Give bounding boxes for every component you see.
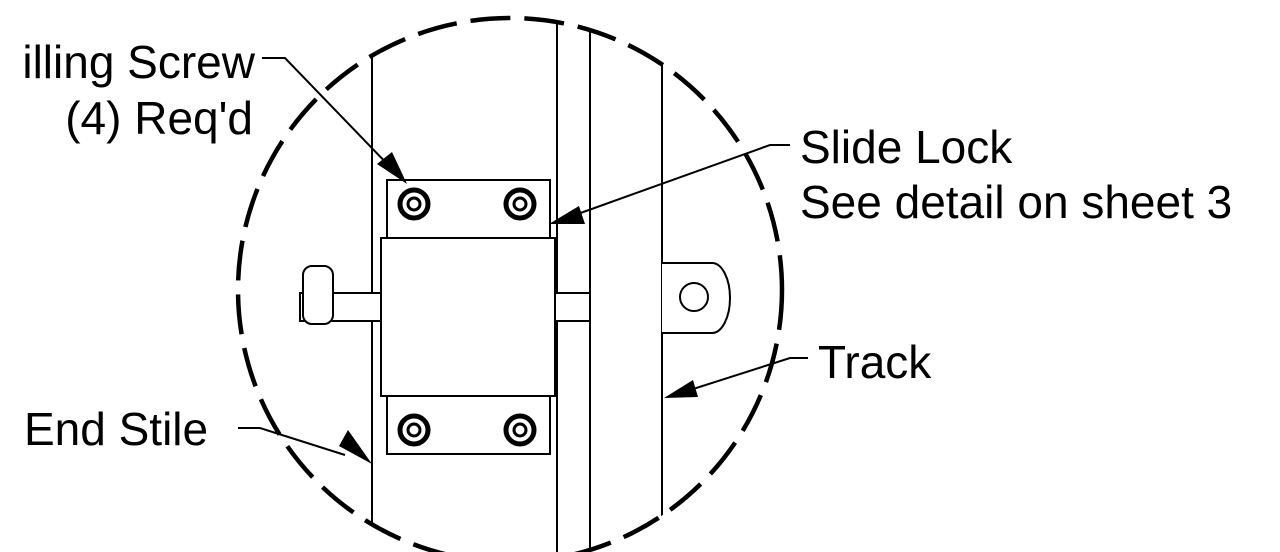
track-callout: Track bbox=[818, 336, 932, 388]
arrow-end-stile-icon bbox=[339, 430, 372, 464]
screw-head-icon bbox=[397, 413, 431, 447]
arrow-screw-icon bbox=[377, 152, 407, 184]
slide-lock-callout-line2: See detail on sheet 3 bbox=[800, 176, 1232, 228]
lock-housing bbox=[380, 237, 556, 397]
screw-head-icon bbox=[503, 413, 537, 447]
screws bbox=[397, 187, 537, 447]
detail-boundary-circle bbox=[235, 15, 785, 552]
bolt-knob bbox=[302, 265, 334, 325]
leader-lines bbox=[238, 57, 808, 456]
arrow-slide-lock-icon bbox=[549, 206, 585, 224]
arrow-track-icon bbox=[664, 380, 698, 398]
screw-head-icon bbox=[397, 187, 431, 221]
screw-callout-line1: illing Screw bbox=[22, 36, 255, 88]
slide-lock-assembly bbox=[299, 179, 731, 455]
end-stile-callout: End Stile bbox=[24, 403, 208, 455]
slide-lock-callout-line1: Slide Lock bbox=[800, 121, 1013, 173]
keeper-hole bbox=[679, 282, 709, 312]
arrowheads bbox=[339, 152, 698, 464]
screw-callout-line2: (4) Req'd bbox=[65, 92, 253, 144]
screw-head-icon bbox=[503, 187, 537, 221]
